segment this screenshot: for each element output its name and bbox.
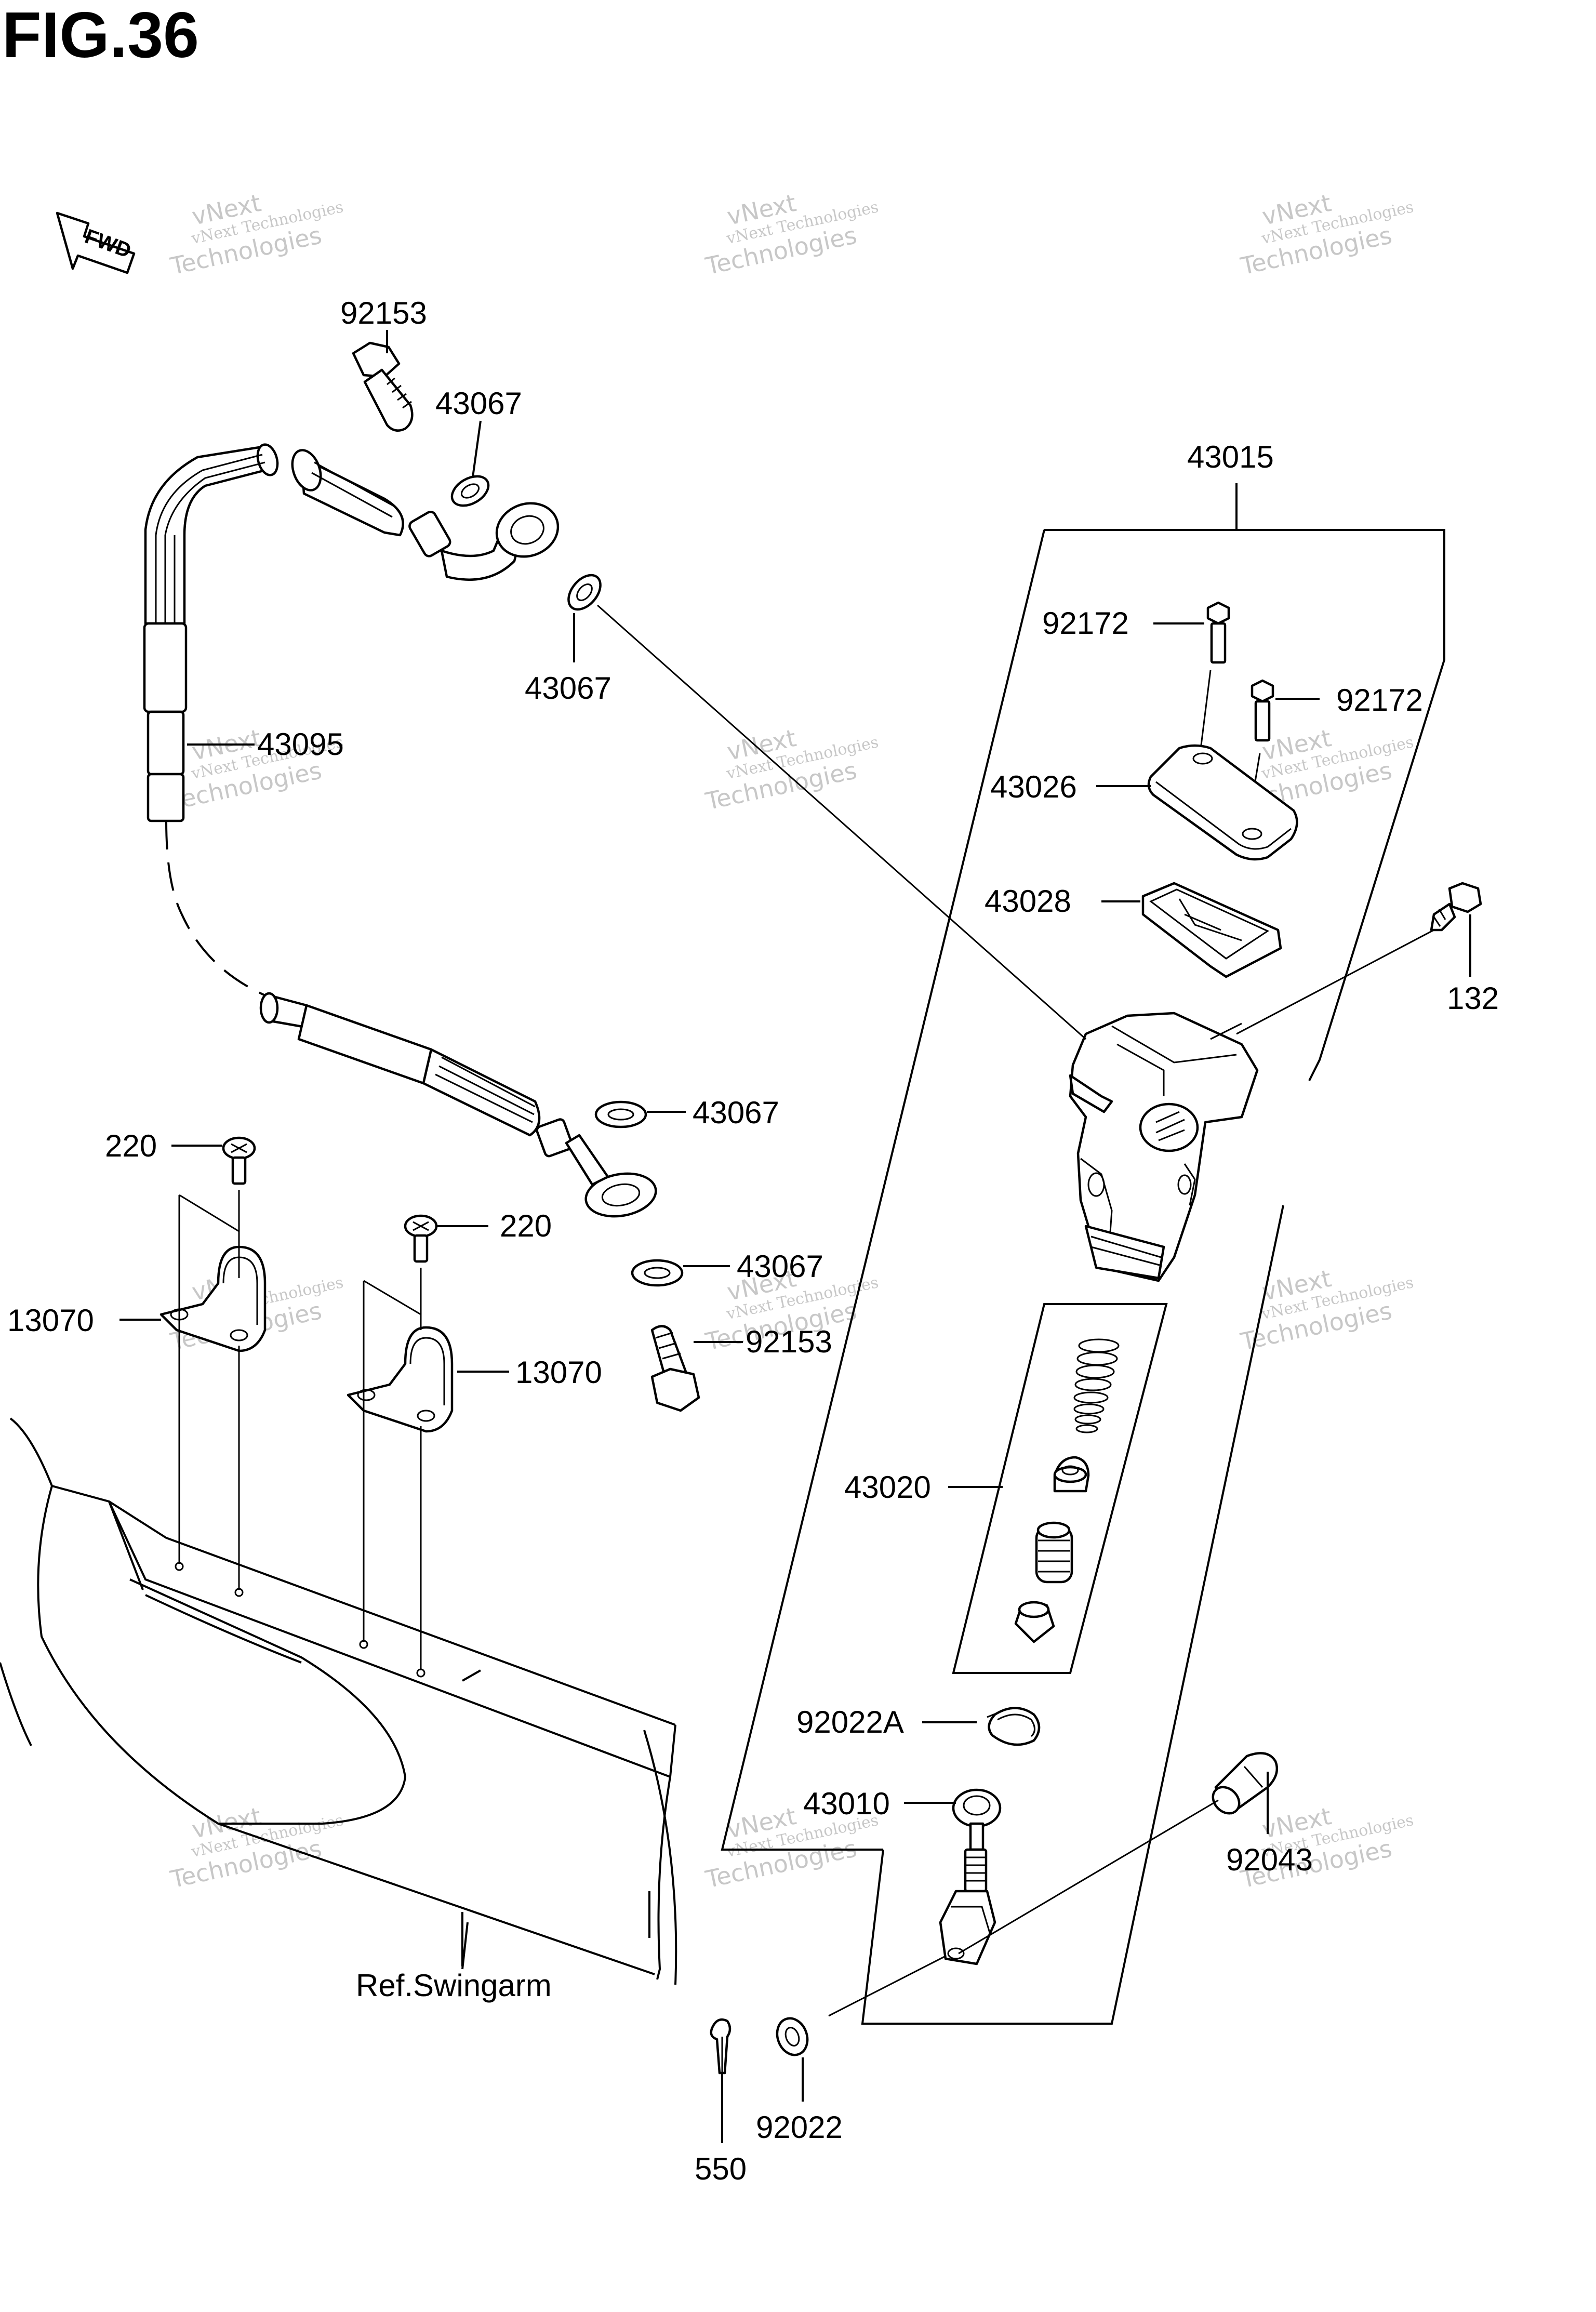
hose-continuation-dashed (165, 820, 271, 999)
washer-hole (460, 483, 480, 499)
bolt-132 (1430, 882, 1482, 932)
label-550: 550 (695, 2151, 747, 2186)
spring-seat (1053, 1456, 1090, 1493)
swingarm-reference (0, 1417, 677, 1985)
guide-line-92043 (958, 1799, 1219, 1955)
watermark: vNext vNext Technologies Technologies (703, 189, 881, 281)
piston-kit-43020 (952, 1303, 1168, 1674)
banjo-bolt-92153-bottom (650, 1325, 700, 1412)
watermark: vNext vNext Technologies Technologies (1238, 189, 1416, 281)
reservoir-cap-43026 (1147, 744, 1298, 861)
banjo-bolt-92153-top (352, 341, 414, 432)
label-43010: 43010 (803, 1786, 890, 1821)
diaphragm-43028 (1141, 882, 1282, 978)
label-132: 132 (1447, 981, 1499, 1016)
label-43067-right1: 43067 (693, 1095, 779, 1130)
figure-title: FIG.36 (2, 0, 200, 71)
guide-line-92022 (828, 1955, 946, 2017)
label-13070-left: 13070 (7, 1303, 94, 1338)
assembly-outline-43015 (721, 529, 1445, 2025)
spring-icon (1073, 1338, 1120, 1433)
label-92022: 92022 (756, 2110, 843, 2145)
guide-line-hose-to-cylinder (597, 604, 1086, 1040)
label-43067-top: 43067 (435, 386, 522, 421)
guide-line-132 (1236, 929, 1434, 1035)
label-92172-left: 92172 (1042, 606, 1129, 641)
cotter-pin-550 (710, 2018, 732, 2075)
label-43095: 43095 (257, 727, 344, 762)
pushrod-43010 (939, 1788, 1002, 1965)
washer-hole (784, 2027, 800, 2047)
label-92043: 92043 (1226, 1842, 1313, 1877)
guide-line-body (1210, 1022, 1242, 1040)
label-43067-mid: 43067 (525, 671, 611, 706)
circlip-92022A (987, 1707, 1041, 1746)
fwd-arrow-icon: FWD (56, 211, 136, 274)
label-13070-right: 13070 (515, 1355, 602, 1390)
clamp-guide-lines (175, 1190, 425, 1678)
label-43026: 43026 (990, 769, 1077, 804)
washer-43067-top (450, 475, 490, 507)
watermark: vNext vNext Technologies Technologies (1238, 1802, 1416, 1894)
master-cylinder-body (1069, 1012, 1259, 1282)
washer-92022 (776, 2017, 809, 2056)
washer-hole (607, 1108, 634, 1121)
label-92153-bottom: 92153 (746, 1324, 832, 1359)
brake-hose-43095-top (143, 443, 560, 822)
label-ref-swingarm: Ref.Swingarm (356, 1968, 552, 2003)
label-43015: 43015 (1187, 440, 1274, 474)
label-92172-right: 92172 (1336, 683, 1423, 717)
watermark: vNext vNext Technologies Technologies (168, 1802, 345, 1894)
seal-cup (1014, 1601, 1055, 1643)
label-220-left: 220 (105, 1128, 157, 1163)
label-43028: 43028 (985, 884, 1071, 919)
brake-hose-43095-bottom (259, 992, 657, 1218)
bolt-92172-left (1206, 601, 1230, 664)
screw-220-right (404, 1214, 438, 1263)
watermark: vNext vNext Technologies Technologies (1238, 1264, 1416, 1356)
washer-43067-right2 (631, 1259, 684, 1287)
label-92022A: 92022A (796, 1705, 904, 1739)
label-92153-top: 92153 (340, 296, 427, 330)
guide-line-92172 (1199, 670, 1212, 754)
washer-hole (644, 1267, 671, 1279)
label-220-right: 220 (500, 1208, 552, 1243)
washer-43067-mid (567, 574, 602, 611)
clevis-pin-92043 (1212, 1752, 1279, 1815)
hose-clamp-13070-right (347, 1326, 454, 1433)
watermark: vNext vNext Technologies Technologies (703, 724, 881, 816)
washer-hole (576, 583, 593, 601)
bolt-92172-right (1251, 679, 1274, 742)
screw-220-left (222, 1136, 256, 1185)
label-43067-right2: 43067 (737, 1249, 823, 1284)
label-43020: 43020 (844, 1470, 931, 1505)
watermark: vNext vNext Technologies Technologies (168, 189, 345, 281)
piston-cup (1035, 1521, 1073, 1584)
leader-43067-top (472, 420, 482, 477)
washer-43067-right1 (594, 1100, 647, 1128)
